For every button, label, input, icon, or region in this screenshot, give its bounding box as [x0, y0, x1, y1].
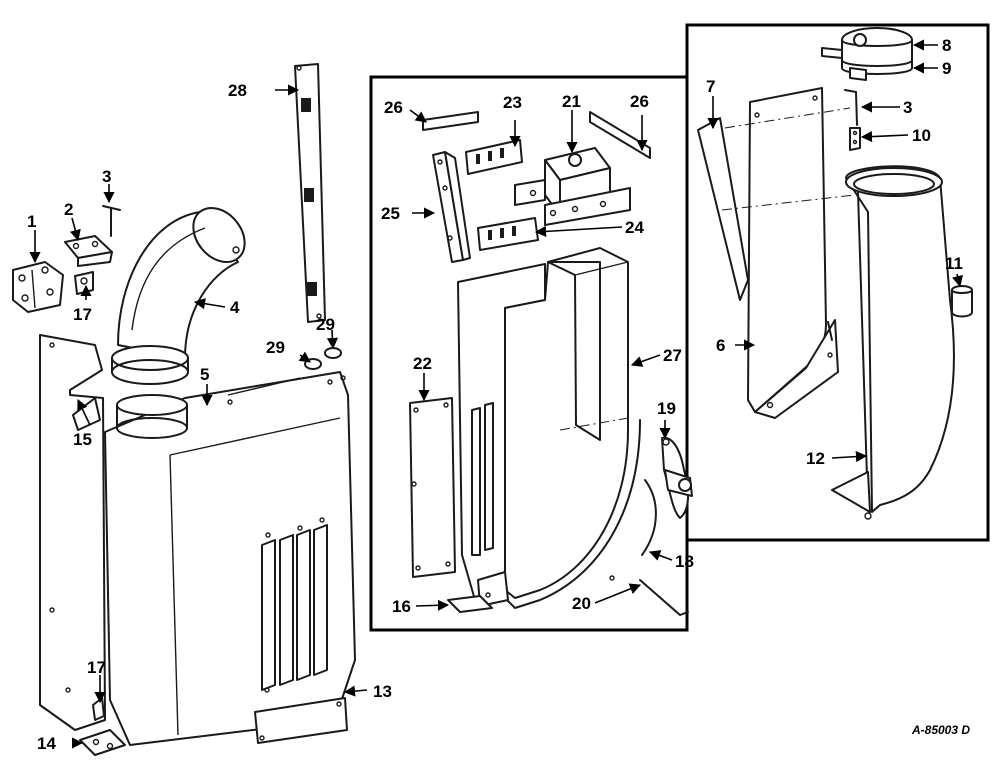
callout-6: 6: [716, 336, 725, 355]
leader-lines: [29, 39, 963, 749]
callout-12: 12: [806, 449, 825, 468]
bracket-1: [12, 261, 64, 313]
callout-23: 23: [503, 93, 522, 112]
callout-27: 27: [663, 346, 682, 365]
bracket-10: [849, 127, 861, 151]
callout-4: 4: [230, 298, 240, 317]
strip-26-right: [589, 111, 651, 159]
callout-16: 16: [392, 597, 411, 616]
callout-2: 2: [64, 200, 73, 219]
cap-8-9: [821, 27, 913, 81]
callout-13: 13: [373, 682, 392, 701]
callout-3-right: 3: [903, 98, 912, 117]
callout-7: 7: [706, 77, 715, 96]
callout-20: 20: [572, 594, 591, 613]
callout-22: 22: [413, 354, 432, 373]
bracket-2: [64, 235, 113, 267]
callout-3-left: 3: [102, 167, 111, 186]
callout-18: 18: [675, 552, 694, 571]
callout-21: 21: [562, 92, 581, 111]
callout-labels: 1 2 3 4 5 28 17 15 17 14 13 29 29 26 23 …: [27, 36, 970, 753]
callout-17-bottom: 17: [87, 658, 106, 677]
callout-25: 25: [381, 204, 400, 223]
callout-9: 9: [942, 59, 951, 78]
latch-19: [661, 436, 693, 519]
callout-29-left: 29: [266, 338, 285, 357]
deflector-7: [697, 117, 749, 301]
plate-13: [254, 697, 348, 744]
bracket-14: [79, 729, 126, 756]
box-21: [514, 147, 631, 226]
grommet-29b: [324, 347, 342, 359]
grommet-29a: [304, 358, 322, 370]
callout-10: 10: [912, 126, 931, 145]
sleeve-11: [951, 285, 973, 318]
strip-26-left: [422, 111, 479, 131]
callout-29-right: 29: [316, 315, 335, 334]
callout-26-left: 26: [384, 98, 403, 117]
inset-frame-right: [685, 23, 990, 542]
elbow-pipe: [111, 207, 246, 385]
callout-28: 28: [228, 81, 247, 100]
main-housing: [39, 334, 356, 746]
pin-3-right: [844, 89, 858, 126]
center-line: [724, 107, 851, 129]
callout-17-top: 17: [73, 305, 92, 324]
bracket-23: [465, 139, 523, 175]
duct-27: [457, 247, 641, 609]
bracket-16: [447, 595, 493, 613]
plate-28: [294, 63, 326, 323]
callout-15: 15: [73, 430, 92, 449]
chute-6: [747, 87, 839, 419]
plate-22: [409, 397, 456, 578]
callout-5: 5: [200, 365, 209, 384]
pin-3-left: [102, 205, 121, 237]
rod-20: [639, 579, 689, 616]
bracket-24: [477, 217, 539, 251]
figure-code: A-85003 D: [911, 723, 970, 737]
callout-24: 24: [625, 218, 644, 237]
hood-12: [831, 165, 955, 520]
callout-11: 11: [945, 254, 963, 273]
bracket-25: [432, 151, 471, 263]
callout-19: 19: [657, 399, 676, 418]
callout-14: 14: [37, 734, 56, 753]
clip-17-top: [74, 271, 94, 295]
inset-frame-center: [369, 75, 689, 632]
callout-8: 8: [942, 36, 951, 55]
spring-18: [641, 479, 657, 556]
callout-26-right: 26: [630, 92, 649, 111]
callout-1: 1: [27, 212, 36, 231]
